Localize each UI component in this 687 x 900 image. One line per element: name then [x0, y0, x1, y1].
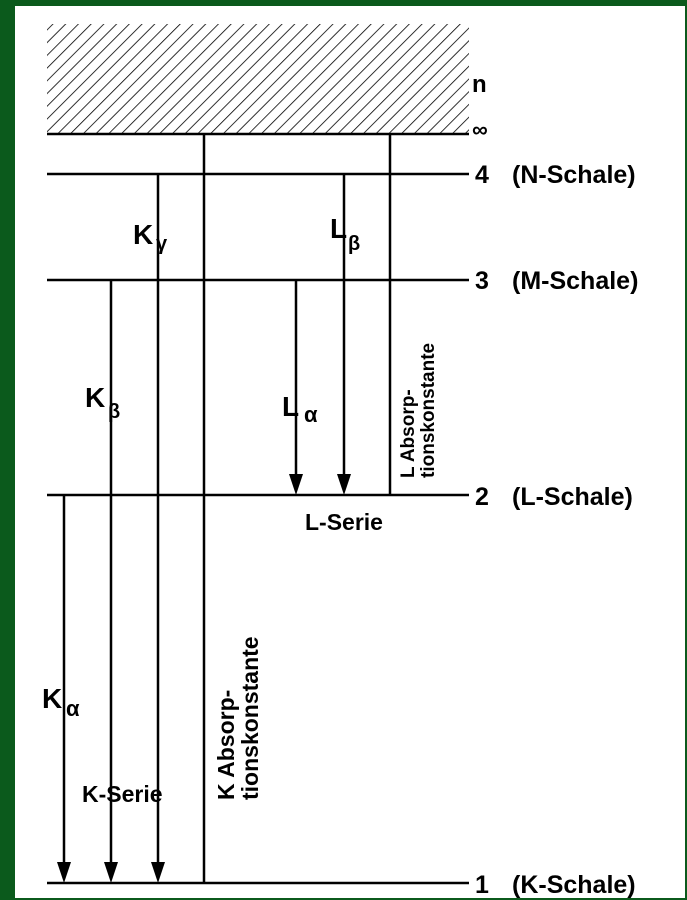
l-series-label: L-Serie	[305, 509, 383, 535]
level-2-number: 2	[475, 483, 489, 511]
k-absorption-label: K Absorp- tionskonstante	[213, 636, 263, 800]
continuum-hatch	[47, 24, 469, 134]
l-alpha-sub: α	[304, 402, 318, 427]
n-label: n	[472, 71, 487, 98]
k-beta-arrowhead	[104, 862, 118, 883]
k-gamma-sub: γ	[156, 233, 168, 255]
k-absorption-line1: K Absorp-	[213, 690, 239, 800]
k-alpha-label: K α	[42, 683, 80, 721]
k-gamma-label: K γ	[133, 219, 168, 255]
l-absorption-line2: tionskonstante	[418, 343, 439, 478]
k-gamma-arrowhead	[151, 862, 165, 883]
k-absorption-line2: tionskonstante	[237, 636, 263, 800]
level-3-shell: (M-Schale)	[512, 267, 638, 295]
level-1-shell: (K-Schale)	[512, 871, 636, 899]
k-alpha-arrowhead	[57, 862, 71, 883]
l-alpha-arrowhead	[289, 474, 303, 495]
level-1-number: 1	[475, 871, 489, 899]
k-series-label: K-Serie	[82, 781, 163, 807]
diagram-panel	[15, 6, 685, 898]
k-beta-label: K β	[85, 382, 120, 423]
level-4-number: 4	[475, 161, 489, 189]
level-4-shell: (N-Schale)	[512, 161, 636, 189]
l-alpha-label: L α	[282, 391, 318, 427]
l-alpha-main: L	[282, 391, 299, 422]
l-absorption-label: L Absorp- tionskonstante	[398, 343, 439, 478]
k-alpha-sub: α	[66, 696, 80, 721]
k-beta-main: K	[85, 382, 105, 413]
infinity-label: ∞	[472, 117, 488, 142]
level-2-shell: (L-Schale)	[512, 483, 633, 511]
l-beta-label: L β	[330, 213, 360, 255]
k-gamma-main: K	[133, 219, 153, 250]
level-3-number: 3	[475, 267, 489, 295]
k-alpha-main: K	[42, 683, 62, 714]
l-beta-main: L	[330, 213, 347, 244]
l-beta-sub: β	[348, 233, 360, 255]
l-absorption-line1: L Absorp-	[398, 389, 419, 478]
l-beta-arrowhead	[337, 474, 351, 495]
k-beta-sub: β	[108, 401, 120, 423]
